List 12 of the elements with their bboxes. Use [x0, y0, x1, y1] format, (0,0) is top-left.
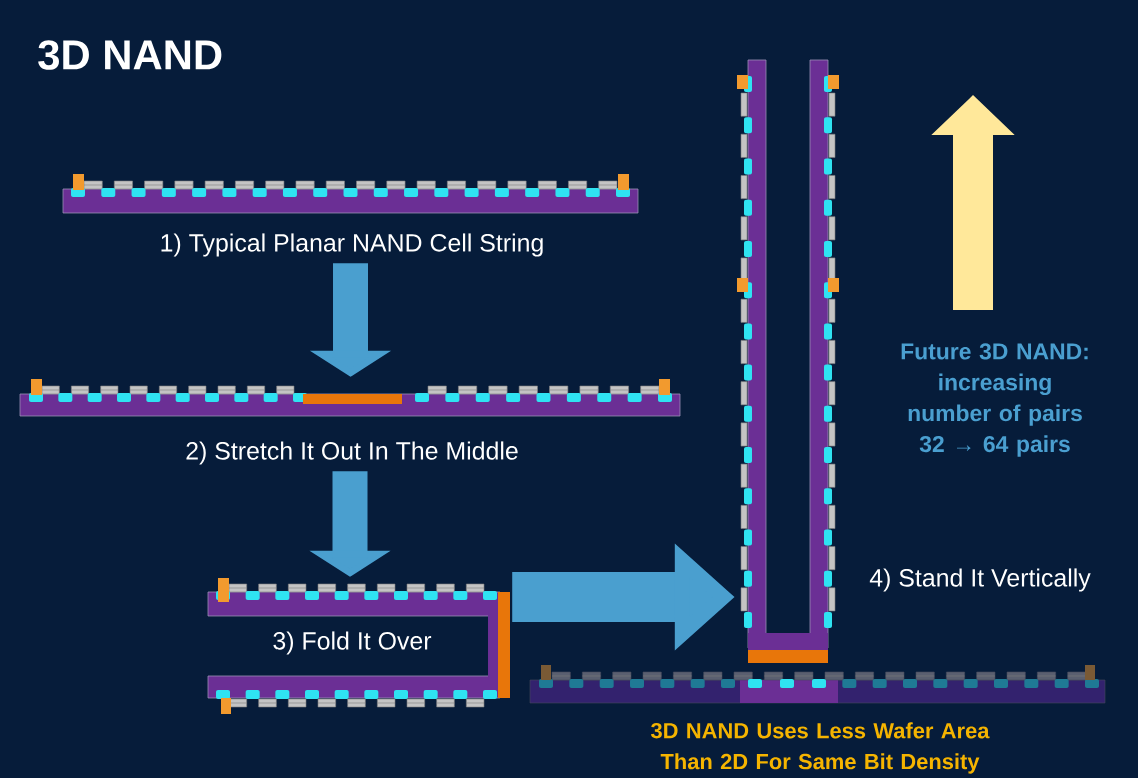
- nand-string-drawing: [62, 174, 639, 257]
- step-caption: 4) Stand It Vertically: [869, 568, 1091, 592]
- step-caption: 1) Typical Planar NAND Cell String: [161, 233, 543, 257]
- nand-string-drawing: [19, 379, 681, 465]
- nand-string-drawing: [529, 665, 1106, 704]
- nand-string-drawing: [737, 59, 839, 663]
- step-caption: 3) Fold It Over: [273, 631, 432, 655]
- step-caption: 2) Stretch It Out In The Middle: [186, 441, 518, 465]
- nand-string-drawing: [207, 578, 510, 714]
- step-caption: 3D NAND Uses Less Wafer Area Than 2D For Same Bit Density: [651, 722, 990, 774]
- title: 3D NAND: [38, 40, 222, 70]
- note-text: Future 3D NAND: increasing number of pairs 32 → 64 pairs: [901, 343, 1088, 457]
